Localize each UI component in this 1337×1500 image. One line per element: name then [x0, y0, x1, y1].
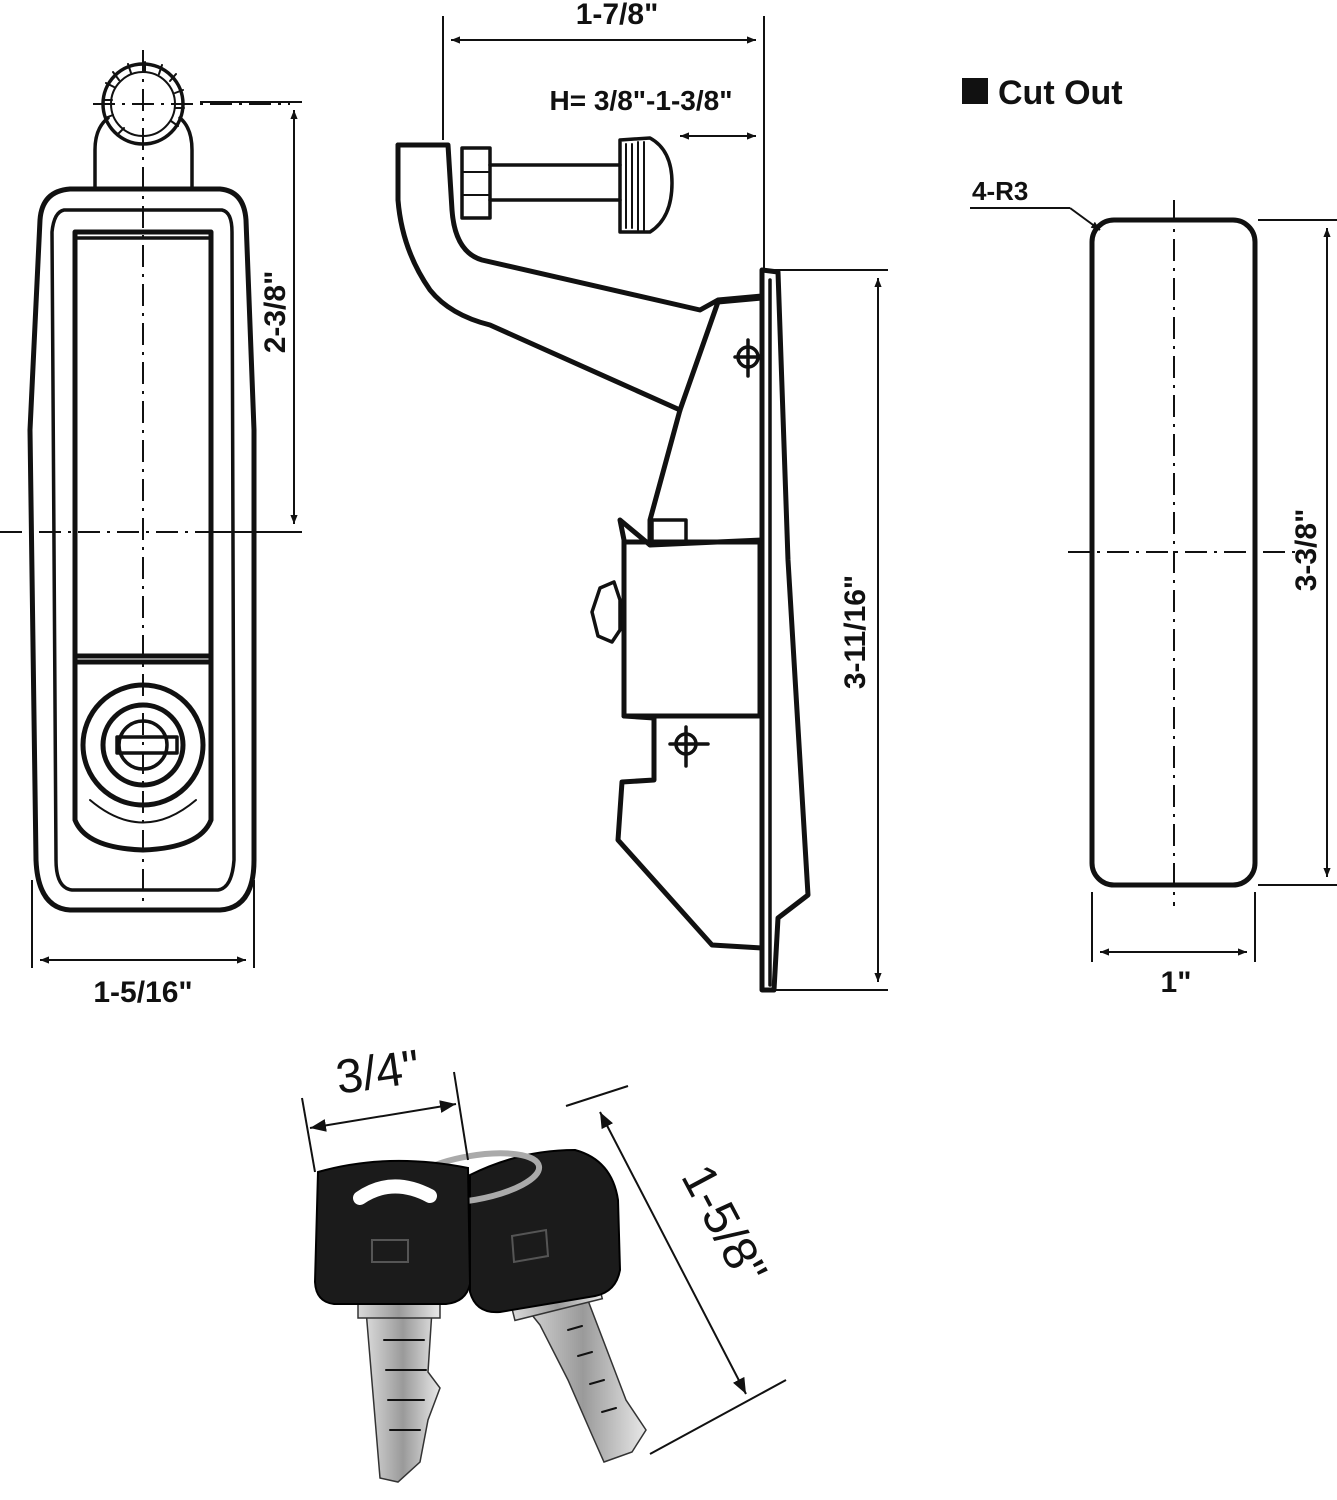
cam-block [621, 539, 763, 719]
corner-radius-label: 4-R3 [972, 176, 1028, 206]
key-width-dimension-line [309, 1100, 457, 1132]
mounting-flange [759, 267, 811, 993]
key-left [313, 1159, 472, 1483]
latch-body-profile [615, 295, 765, 951]
side-height-label: 3-11/16" [839, 575, 872, 689]
grip-range-label: H= 3/8"-1-3/8" [550, 85, 733, 116]
handle-slot [72, 229, 214, 665]
handle-body-outline [27, 186, 257, 913]
key-length-label: 1-5/8" [671, 1156, 777, 1293]
front-height-label: 2-3/8" [259, 271, 292, 354]
key-width-label: 3/4" [333, 1041, 423, 1105]
cutout-view: Cut Out 4-R3 3-3/8" 1" [962, 74, 1337, 999]
side-width-label: 1-7/8" [576, 0, 659, 31]
cutout-width-label: 1" [1161, 966, 1192, 999]
keys-view: 3/4" 1-5/8" [301, 1041, 787, 1483]
front-view: 2-3/8" 1-5/16" [0, 50, 302, 1009]
cut-out-legend-label: Cut Out [998, 74, 1123, 112]
adjusting-bolt [460, 136, 674, 234]
keyway [115, 735, 179, 755]
side-view: 1-7/8" H= 3/8"-1-3/8" 3-11/16" [395, 0, 888, 993]
screw-mark-lower [668, 725, 710, 768]
front-width-label: 1-5/16" [93, 976, 192, 1009]
key-length-dimension-line [599, 1111, 747, 1395]
cut-out-legend-swatch [962, 78, 988, 104]
cutout-height-label: 3-3/8" [1290, 509, 1323, 592]
hook-arm [395, 142, 765, 313]
screw-mark-upper [733, 338, 764, 378]
